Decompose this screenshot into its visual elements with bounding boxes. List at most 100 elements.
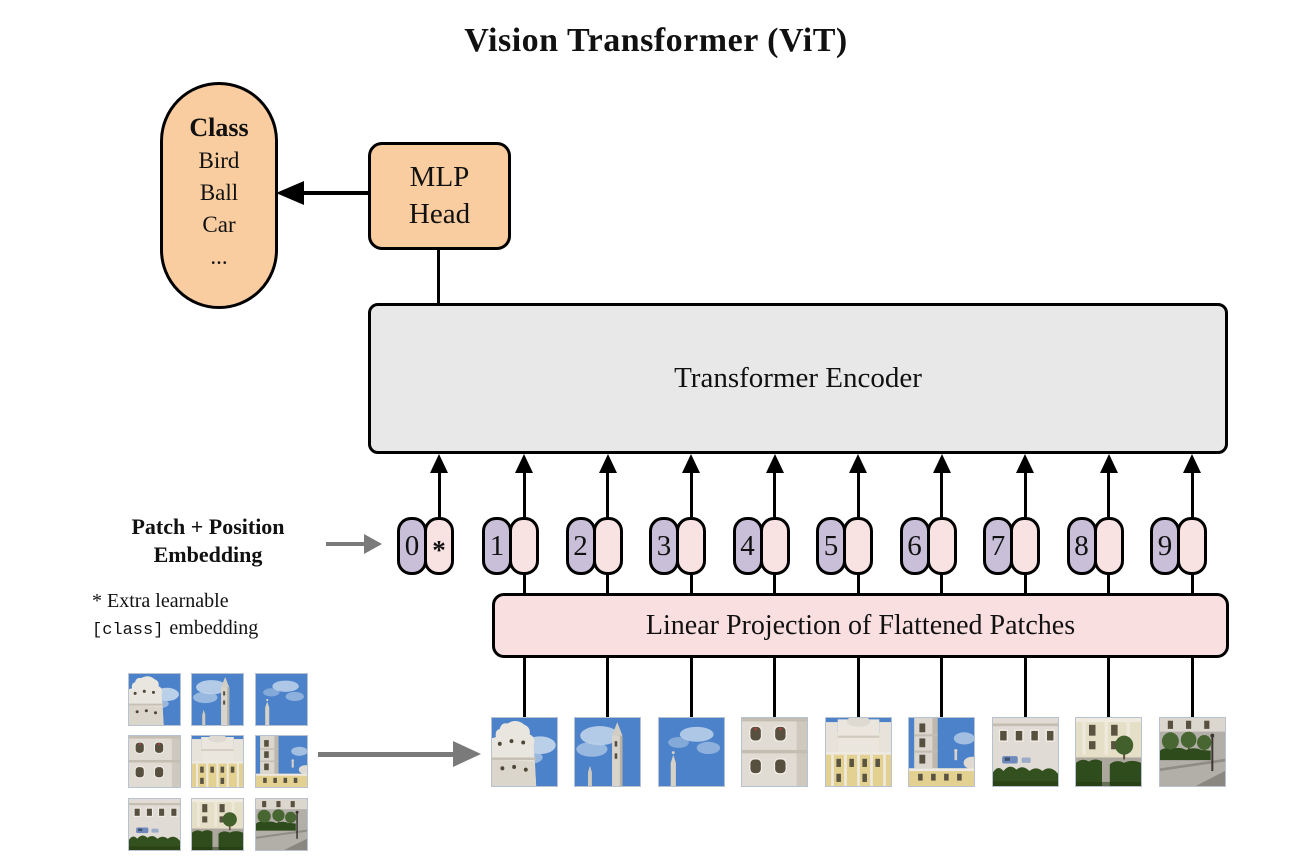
projection-to-patch-line <box>1023 656 1027 718</box>
source-grid-patch-trees-and-street <box>255 798 308 851</box>
class-token-pill: * <box>424 517 454 575</box>
source-grid-patch-bell-tower-and-sky <box>191 673 244 726</box>
class-output-bubble: Class Bird Ball Car ... <box>160 82 278 309</box>
arrow-up-icon <box>515 454 533 473</box>
arrow-up-icon <box>1016 454 1034 473</box>
token-pair-9: 9 <box>1150 517 1207 575</box>
source-grid-patch-tower-and-sky <box>255 735 308 788</box>
token-to-encoder-line <box>940 472 943 517</box>
projection-to-patch-line <box>773 656 776 718</box>
patch-embedding-pill <box>676 517 706 575</box>
projection-to-patch-line <box>606 656 609 718</box>
token-to-encoder-line <box>606 472 609 517</box>
projection-to-patch-line <box>1107 656 1110 718</box>
token-pair-0: 0* <box>397 517 454 575</box>
projection-to-patch-line <box>689 656 693 718</box>
image-patch-tower-and-sky <box>908 717 975 787</box>
token-to-encoder-line <box>437 472 441 517</box>
position-embedding-pill-6: 6 <box>899 517 930 575</box>
token-pair-7: 7 <box>983 517 1040 575</box>
token-pair-3: 3 <box>649 517 706 575</box>
pill-to-projection-line <box>1023 573 1027 594</box>
token-pair-8: 8 <box>1066 517 1124 575</box>
class-item: Bird <box>198 148 240 173</box>
linear-projection-label: Linear Projection of Flattened Patches <box>645 609 1076 641</box>
projection-to-patch-line <box>940 656 943 718</box>
token-pair-6: 6 <box>899 517 957 575</box>
token-pair-2: 2 <box>565 517 623 575</box>
pill-to-projection-line <box>522 573 526 594</box>
image-patch-bell-tower-and-sky <box>574 717 641 787</box>
image-patch-facade-car-and-hedge <box>991 717 1059 787</box>
patch-embedding-pill <box>1177 517 1207 575</box>
token-pair-1: 1 <box>482 517 539 575</box>
projection-to-patch-line <box>856 656 860 718</box>
class-item: Ball <box>199 180 239 205</box>
arrow-up-icon <box>598 454 617 473</box>
arrow-right-icon <box>364 534 382 554</box>
position-embedding-pill-0: 0 <box>397 517 427 575</box>
arrow-up-icon <box>765 454 784 473</box>
arrow-mlp-to-class-shaft <box>303 191 369 195</box>
source-grid-patch-dome-and-sky <box>128 673 181 726</box>
image-patch-hedges-and-yellow-facade <box>1075 717 1142 787</box>
position-embedding-pill-1: 1 <box>482 517 512 575</box>
projection-to-patch-line <box>522 656 526 718</box>
token-pair-4: 4 <box>732 517 790 575</box>
image-patch-trees-and-street <box>1158 717 1226 787</box>
pill-to-projection-line <box>940 573 943 594</box>
mlp-head-box: MLP Head <box>368 142 511 250</box>
arrow-up-icon <box>430 454 448 473</box>
source-grid-patch-facade-car-and-hedge <box>128 798 181 851</box>
position-embedding-pill-3: 3 <box>649 517 679 575</box>
patch-embedding-pill <box>1010 517 1040 575</box>
pill-to-projection-line <box>1190 573 1194 594</box>
class-header: Class <box>189 113 249 142</box>
pill-to-projection-line <box>856 573 860 594</box>
transformer-encoder-box: Transformer Encoder <box>368 303 1228 454</box>
position-embedding-pill-9: 9 <box>1150 517 1180 575</box>
input-image-arrow-shaft <box>318 752 453 757</box>
mlp-head-label-line2: Head <box>408 198 471 230</box>
mlp-head-label-line1: MLP <box>409 161 470 193</box>
token-pair-5: 5 <box>816 517 873 575</box>
source-grid-patch-hedges-and-yellow-facade <box>191 798 244 851</box>
arrow-up-icon <box>1183 454 1201 473</box>
linear-projection-box: Linear Projection of Flattened Patches <box>492 593 1229 658</box>
token-to-encoder-line <box>522 472 526 517</box>
arrow-up-icon <box>1099 454 1118 473</box>
note-line2: [class]embedding <box>92 617 259 640</box>
image-patch-small-spire-and-sky <box>657 717 725 787</box>
class-item: Car <box>202 212 236 237</box>
transformer-encoder-label: Transformer Encoder <box>674 362 922 394</box>
position-embedding-pill-2: 2 <box>565 517 596 575</box>
image-patch-palace-dome-and-yellow-facade <box>824 717 892 787</box>
token-to-encoder-line <box>856 472 860 517</box>
arrow-up-icon <box>682 454 700 473</box>
token-to-encoder-line <box>773 472 776 517</box>
position-embedding-pill-4: 4 <box>732 517 763 575</box>
patch-embedding-pill <box>843 517 873 575</box>
token-to-encoder-line <box>1107 472 1110 517</box>
pill-to-projection-line <box>773 573 776 594</box>
patch-embedding-pill <box>592 517 623 575</box>
patch-embedding-pill <box>1093 517 1124 575</box>
line-encoder-to-mlp <box>437 249 440 305</box>
position-embedding-pill-5: 5 <box>816 517 846 575</box>
diagram-title: Vision Transformer (ViT) <box>464 22 848 59</box>
position-embedding-pill-7: 7 <box>983 517 1013 575</box>
pill-to-projection-line <box>1107 573 1110 594</box>
image-patch-white-facade-windows <box>741 717 808 787</box>
token-to-encoder-line <box>689 472 693 517</box>
embedding-arrow-shaft <box>326 542 364 546</box>
patch-embedding-pill <box>759 517 790 575</box>
patch-embedding-pill <box>926 517 957 575</box>
position-embedding-pill-8: 8 <box>1066 517 1097 575</box>
token-to-encoder-line <box>1023 472 1027 517</box>
token-to-encoder-line <box>1190 472 1194 517</box>
pill-to-projection-line <box>606 573 609 594</box>
note-line1: * Extra learnable <box>92 590 229 612</box>
class-token-code: [class] <box>92 621 164 640</box>
patch-position-embedding-label: Patch + Position Embedding <box>131 514 285 567</box>
